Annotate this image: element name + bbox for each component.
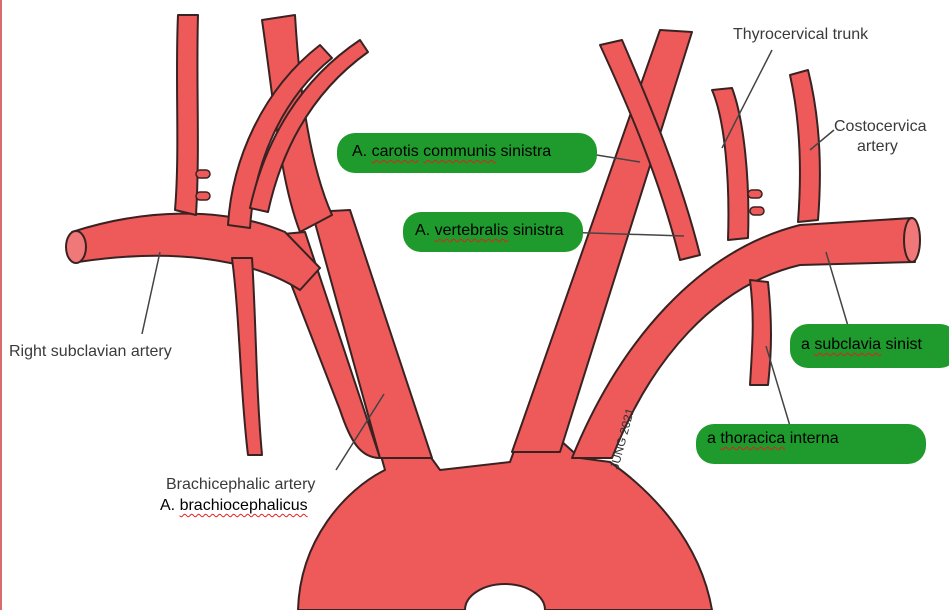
annotation-brachiocephalicus: A. brachiocephalicus: [160, 497, 308, 515]
annotation-subclavia-prefix: a: [801, 336, 810, 353]
label-brachiocephalic-artery: Brachicephalic artery: [166, 476, 315, 494]
stub-right-1: [196, 170, 210, 178]
annotation-brachio-word1: brachiocephalicus: [180, 497, 308, 514]
annotation-vertebralis-word1: vertebralis: [435, 222, 509, 239]
annotation-carotis-word3: sinistra: [501, 143, 552, 160]
stub-right-2: [196, 192, 210, 200]
annotation-vertebralis-word2: sinistra: [513, 222, 564, 239]
leader-right-subclavian: [142, 252, 160, 334]
annotation-thoracica-word1: thoracica: [720, 430, 785, 447]
stub-left-1: [748, 190, 762, 198]
annotation-thoracica-word2: interna: [790, 430, 839, 447]
label-costocervical-line2: artery: [857, 138, 898, 156]
left-thyrocervical-trunk: [712, 88, 748, 240]
label-right-subclavian-artery: Right subclavian artery: [9, 343, 172, 361]
right-internal-thoracic-artery: [232, 258, 262, 455]
right-subclavian-opening: [66, 231, 86, 263]
right-vertebral-artery: [175, 15, 198, 215]
leader-thoracica: [766, 346, 790, 426]
annotation-subclavia-word2: sinist: [886, 336, 922, 353]
annotation-vertebralis-prefix: A.: [415, 222, 430, 239]
label-thyrocervical-trunk: Thyrocervical trunk: [733, 26, 868, 44]
annotation-brachio-prefix: A.: [160, 497, 175, 514]
left-subclavian-opening: [904, 218, 920, 262]
annotation-thoracica: a thoracica interna: [707, 430, 839, 448]
label-costocervical-line1: Costocervica: [834, 118, 926, 136]
annotation-carotis-prefix: A.: [352, 143, 367, 160]
annotation-carotis: A. carotis communis sinistra: [352, 143, 551, 161]
annotation-subclavia-word1: subclavia: [814, 336, 881, 353]
annotation-carotis-word1: carotis: [372, 143, 419, 160]
left-internal-thoracic-artery: [750, 280, 771, 385]
annotation-carotis-word2: communis: [423, 143, 496, 160]
annotation-thoracica-prefix: a: [707, 430, 716, 447]
right-subclavian-artery: [72, 214, 320, 290]
annotation-subclavia: a subclavia sinist: [801, 336, 922, 354]
annotation-vertebralis: A. vertebralis sinistra: [415, 222, 564, 240]
stub-left-2: [750, 207, 764, 215]
